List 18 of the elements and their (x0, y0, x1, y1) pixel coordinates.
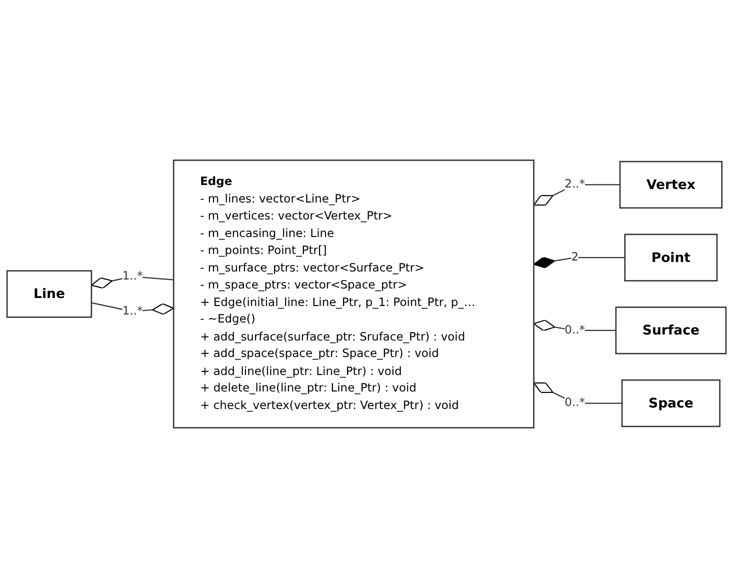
edge-label: 1..* (122, 270, 143, 283)
edge-label: 0..* (564, 324, 586, 337)
aggregation-line (533, 184, 620, 206)
aggregation-line (90, 276, 174, 289)
node-box: Line (6, 270, 92, 318)
node-box: Point (624, 234, 718, 282)
aggregation-line (533, 320, 616, 332)
aggregation-line (91, 302, 174, 315)
node-box: Space (621, 379, 720, 428)
edge-label: 2 (571, 250, 579, 264)
edge-label: 2..* (564, 178, 586, 192)
node-box: Edge - m_lines: vector<Line_Ptr> - m_vertices: vector<Vertex_Ptr> - m_encasing_line: Line - m_points: Point_Ptr[] - m_surface_ptrs: vector<Surface_Ptr> - m_space_ptrs: vector<Space_ptr> + Edge(initial_line: Line_Ptr, p_1: Point_Ptr, p_… - ~Edge() + add_surface(surface_ptr: Sruface_Ptr) : void + add_space(space_ptr: Space_Ptr) : void + add_line(line_ptr: Line_Ptr) : void + delete_line(line_ptr: Line_Ptr) : void + check_vertex(vertex_ptr: Vertex_Ptr) : void (172, 160, 534, 428)
edge-label: 0..* (564, 396, 586, 410)
composition-line (533, 256, 625, 268)
aggregation-line (533, 382, 622, 404)
edge-label: 1..* (122, 304, 143, 318)
node-box: Vertex (619, 160, 723, 209)
node-box: Surface (615, 306, 727, 354)
